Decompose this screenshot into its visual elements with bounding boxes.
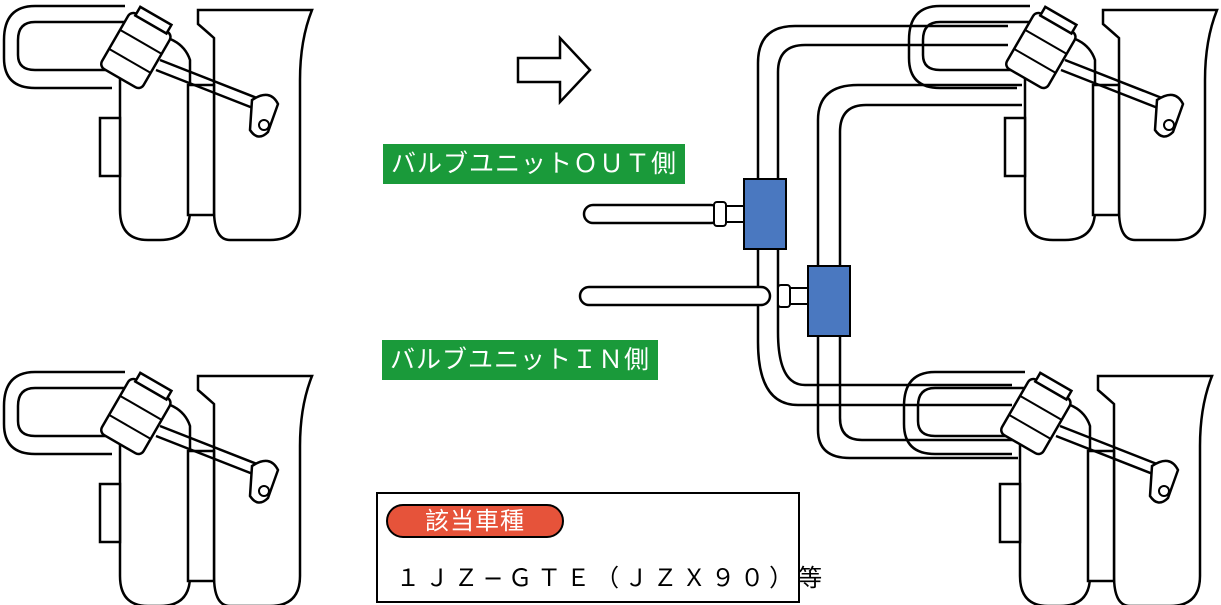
applicable-models-text: １ＪＺ−ＧＴＥ（ＪＺＸ９０）等 xyxy=(396,564,828,592)
hoses xyxy=(756,24,1022,460)
turbo-top-right xyxy=(907,2,1219,242)
valve-out-label: バルブユニットＯＵＴ側 xyxy=(383,144,686,184)
valve-in-fitting xyxy=(578,284,811,308)
valve-in-label: バルブユニットＩＮ側 xyxy=(382,340,659,380)
valve-out-fitting xyxy=(582,201,747,227)
turbo-bottom-left xyxy=(2,368,314,605)
applicable-models-box: 該当車種 １ＪＺ−ＧＴＥ（ＪＺＸ９０）等 xyxy=(376,492,822,603)
right-arrow-icon xyxy=(516,34,592,106)
valve-unit-in xyxy=(807,265,851,337)
valve-unit-out xyxy=(743,178,787,250)
applicable-models-badge: 該当車種 xyxy=(386,504,564,538)
turbo-top-left xyxy=(2,2,314,242)
